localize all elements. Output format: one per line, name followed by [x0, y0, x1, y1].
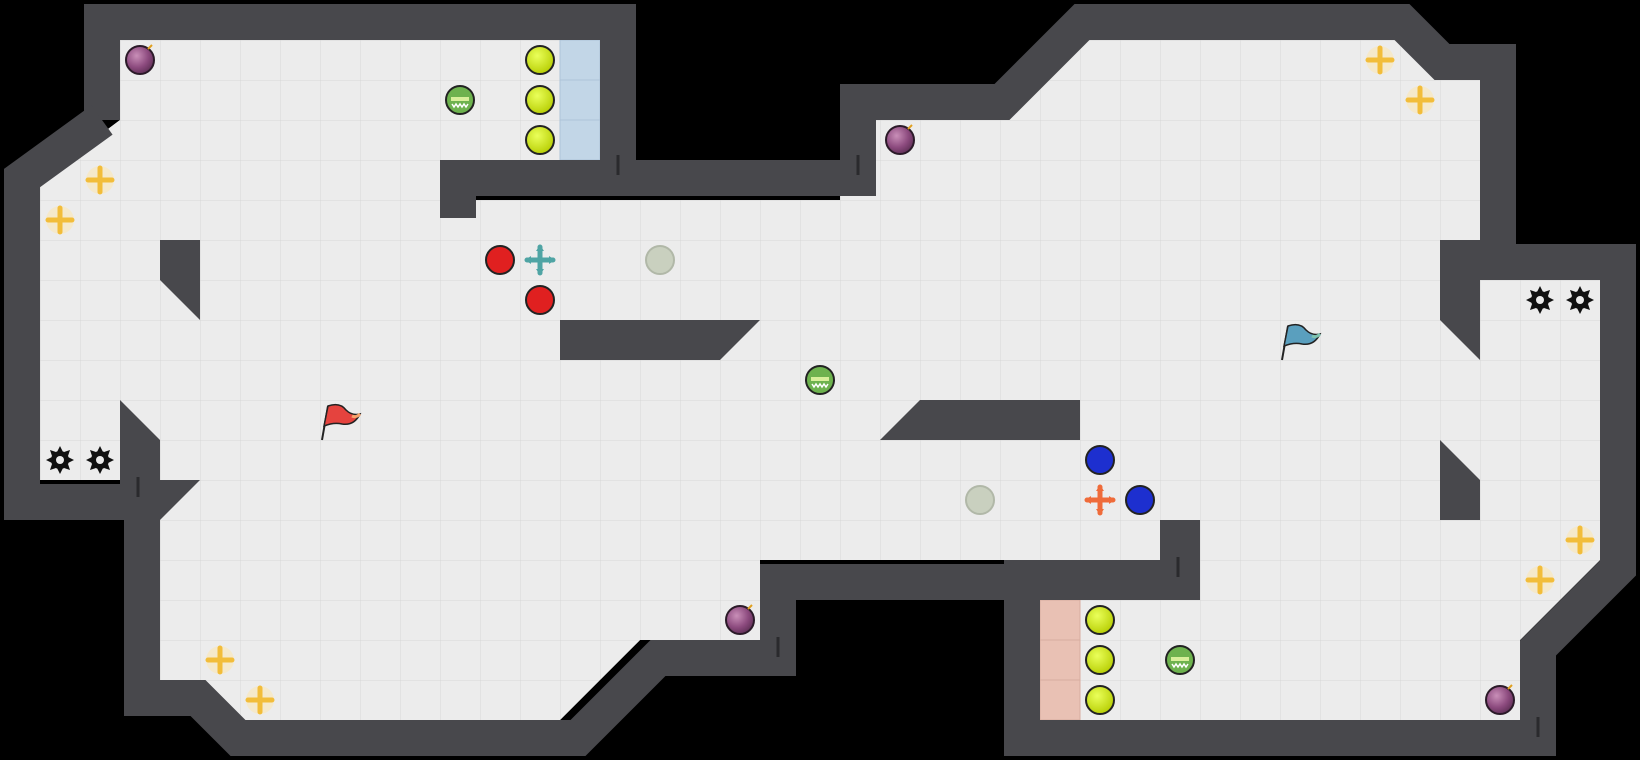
spike-icon [86, 446, 114, 474]
portal-icon [645, 245, 675, 275]
spike-icon [46, 446, 74, 474]
endzone-tile [559, 119, 601, 161]
floor-region-bottom-left [160, 520, 760, 720]
wall-block [560, 320, 760, 360]
ball-icon[interactable] [525, 285, 555, 315]
wall-block [160, 240, 200, 320]
red-endzone [1039, 599, 1081, 721]
bomb-icon [885, 124, 915, 155]
bomb-icon [125, 44, 155, 75]
endzone-tile [559, 79, 601, 121]
bomb-icon [725, 604, 755, 635]
wall-block [1440, 440, 1480, 520]
endzone-tile [1039, 679, 1081, 721]
powerup-icon [805, 365, 835, 395]
boost-icon [45, 205, 75, 235]
buttons [525, 45, 1115, 715]
ball-icon[interactable] [1125, 485, 1155, 515]
walls [4, 4, 1636, 756]
portals [645, 245, 995, 515]
boost-icon [205, 645, 235, 675]
wall-block [120, 400, 200, 520]
wall-block [1440, 280, 1480, 360]
inner-walls [120, 240, 1480, 560]
button-icon [525, 85, 555, 115]
team-boost-icon [1084, 484, 1116, 516]
button-icon [1085, 605, 1115, 635]
wall-segment [618, 4, 1636, 756]
blue-endzone [559, 39, 601, 161]
bomb-icon [1485, 684, 1515, 715]
boosts [45, 45, 1595, 715]
endzone-tile [559, 39, 601, 81]
powerup-icon [1165, 645, 1195, 675]
endzone-tile [1039, 599, 1081, 641]
button-icon [525, 125, 555, 155]
boost-icon [1365, 45, 1395, 75]
powerup-icon [445, 85, 475, 115]
portal-icon [965, 485, 995, 515]
wall-segment [84, 4, 636, 218]
red-flag-icon[interactable] [321, 403, 362, 441]
bombs [125, 44, 1515, 715]
boost-icon [1565, 525, 1595, 555]
boost-icon [245, 685, 275, 715]
spike-icon [1566, 286, 1594, 314]
button-icon [1085, 645, 1115, 675]
button-icon [1085, 685, 1115, 715]
endzone-tile [1039, 639, 1081, 681]
team-boost-icon [524, 244, 556, 276]
powerups [445, 85, 1195, 675]
wall-segment [4, 105, 1200, 756]
boost-icon [1525, 565, 1555, 595]
button-icon [525, 45, 555, 75]
boost-icon [85, 165, 115, 195]
blue-flag-icon[interactable] [1281, 323, 1322, 361]
wall-block [880, 400, 1080, 440]
gates [136, 155, 1540, 737]
spike-icon [1526, 286, 1554, 314]
ball-icon[interactable] [1085, 445, 1115, 475]
ball-icon[interactable] [485, 245, 515, 275]
spikes [46, 286, 1594, 474]
boost-icon [1405, 85, 1435, 115]
wall-block [1440, 240, 1480, 280]
players [485, 245, 1155, 515]
wall-block [1160, 520, 1200, 560]
